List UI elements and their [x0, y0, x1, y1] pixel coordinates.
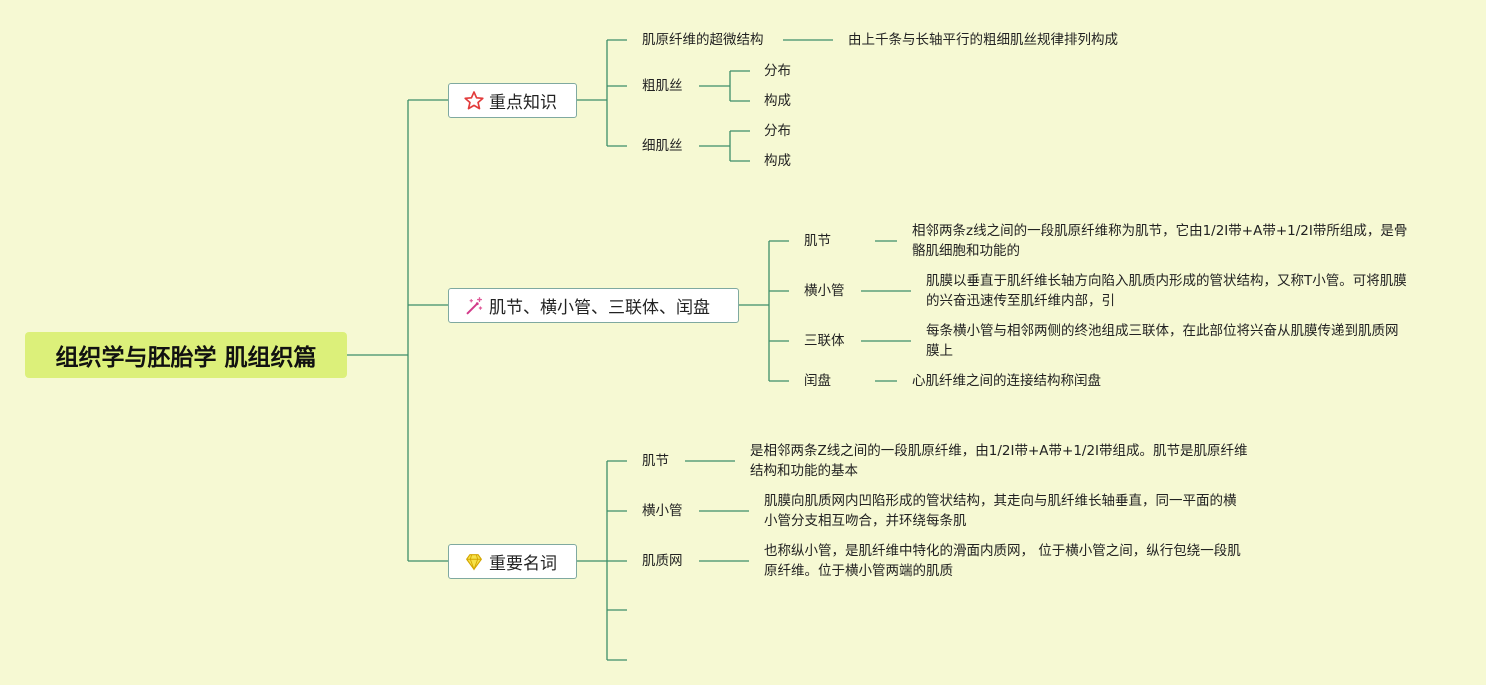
node-myofibril-desc[interactable]: 由上千条与长轴平行的粗细肌丝规律排列构成	[848, 32, 1118, 48]
branch-label: 肌节、横小管、三联体、闰盘	[489, 298, 710, 318]
desc-line: 肌膜向肌质网内凹陷形成的管状结构，其走向与肌纤维长轴垂直，同一平面的横	[764, 493, 1237, 509]
node-term-sarcomere-desc[interactable]: 是相邻两条Z线之间的一段肌原纤维，由1/2I带+A带+1/2I带组成。肌节是肌原…	[750, 441, 1270, 481]
root-title: 组织学与胚胎学 肌组织篇	[55, 345, 317, 371]
node-triad[interactable]: 三联体	[804, 333, 845, 349]
node-thin-distribution[interactable]: 分布	[764, 123, 791, 139]
diamond-icon	[466, 553, 482, 571]
node-intercalated-disc-desc[interactable]: 心肌纤维之间的连接结构称闰盘	[912, 371, 1101, 391]
branch-label: 重点知识	[489, 93, 557, 113]
desc-line: 相邻两条z线之间的一段肌原纤维称为肌节，它由1/2I带+A带+1/2I带所组成，…	[912, 223, 1408, 239]
node-term-t-tubule[interactable]: 横小管	[642, 503, 683, 519]
desc-line: 骼肌细胞和功能的	[912, 243, 1020, 259]
node-thick-distribution[interactable]: 分布	[764, 63, 791, 79]
desc-line: 膜上	[926, 343, 953, 359]
node-thick-filament[interactable]: 粗肌丝	[642, 78, 683, 94]
desc-line: 肌膜以垂直于肌纤维长轴方向陷入肌质内形成的管状结构，又称T小管。可将肌膜	[926, 273, 1407, 289]
branch-key-knowledge[interactable]: 重点知识	[448, 83, 577, 118]
node-thin-filament[interactable]: 细肌丝	[642, 138, 683, 154]
desc-line: 也称纵小管，是肌纤维中特化的滑面内质网， 位于横小管之间，纵行包绕一段肌	[764, 543, 1241, 559]
desc-line: 结构和功能的基本	[750, 463, 858, 479]
branch-important-terms[interactable]: 重要名词	[448, 544, 577, 579]
node-term-sr-desc[interactable]: 也称纵小管，是肌纤维中特化的滑面内质网， 位于横小管之间，纵行包绕一段肌 原纤维…	[764, 541, 1284, 581]
desc-line: 的兴奋迅速传至肌纤维内部，引	[926, 293, 1115, 309]
node-intercalated-disc[interactable]: 闰盘	[804, 373, 831, 389]
node-sarcomere-desc[interactable]: 相邻两条z线之间的一段肌原纤维称为肌节，它由1/2I带+A带+1/2I带所组成，…	[912, 221, 1422, 261]
root-topic[interactable]: 组织学与胚胎学 肌组织篇	[25, 332, 347, 378]
desc-line: 是相邻两条Z线之间的一段肌原纤维，由1/2I带+A带+1/2I带组成。肌节是肌原…	[750, 443, 1248, 459]
node-t-tubule[interactable]: 横小管	[804, 283, 845, 299]
desc-line: 小管分支相互吻合，并环绕每条肌	[764, 513, 967, 529]
node-term-sarcoplasmic-reticulum[interactable]: 肌质网	[642, 553, 683, 569]
node-myofibril-ultrastructure[interactable]: 肌原纤维的超微结构	[642, 32, 764, 48]
desc-line: 每条横小管与相邻两侧的终池组成三联体，在此部位将兴奋从肌膜传递到肌质网	[926, 323, 1399, 339]
node-t-tubule-desc[interactable]: 肌膜以垂直于肌纤维长轴方向陷入肌质内形成的管状结构，又称T小管。可将肌膜 的兴奋…	[926, 271, 1436, 311]
branch-label: 重要名词	[489, 554, 557, 574]
node-term-sarcomere[interactable]: 肌节	[642, 453, 669, 469]
desc-line: 心肌纤维之间的连接结构称闰盘	[912, 373, 1101, 389]
node-sarcomere[interactable]: 肌节	[804, 233, 831, 249]
star-icon	[464, 90, 484, 109]
node-term-t-tubule-desc[interactable]: 肌膜向肌质网内凹陷形成的管状结构，其走向与肌纤维长轴垂直，同一平面的横 小管分支…	[764, 491, 1284, 531]
node-thin-composition[interactable]: 构成	[764, 153, 791, 169]
branch-sarcomere-structures[interactable]: 肌节、横小管、三联体、闰盘	[448, 288, 739, 323]
node-triad-desc[interactable]: 每条横小管与相邻两侧的终池组成三联体，在此部位将兴奋从肌膜传递到肌质网 膜上	[926, 321, 1436, 361]
sparkle-icon	[466, 296, 483, 314]
desc-line: 原纤维。位于横小管两端的肌质	[764, 563, 953, 579]
node-thick-composition[interactable]: 构成	[764, 93, 791, 109]
